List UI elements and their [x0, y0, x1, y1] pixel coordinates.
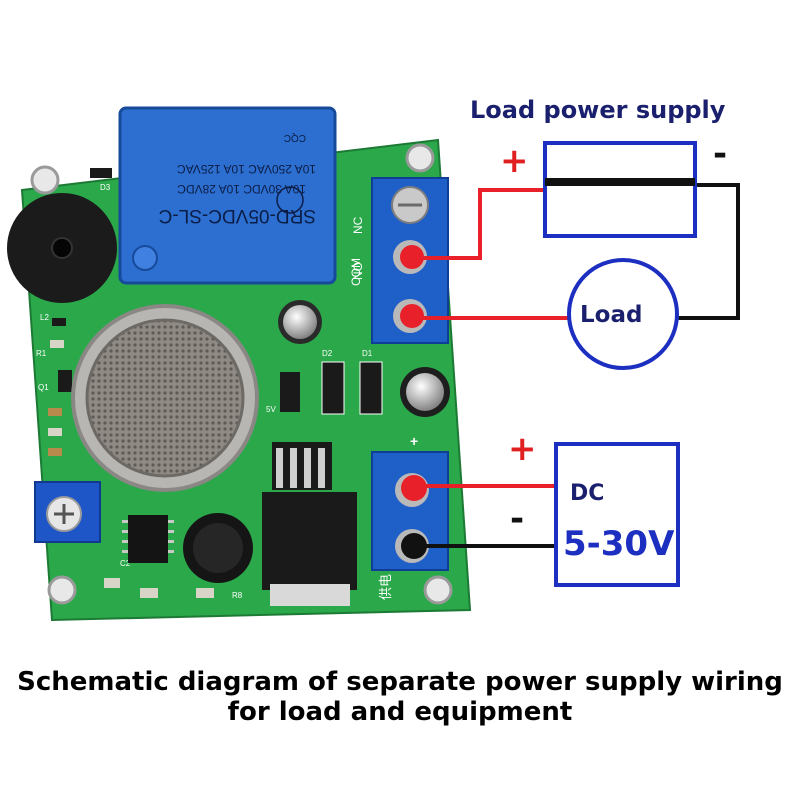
supply-label: 供电 — [379, 574, 394, 600]
chip-label-c2: C2 — [120, 559, 131, 568]
relay: SRD-05VDC-SL-C 10A 30VDC 10A 28VDC 10A 2… — [118, 106, 337, 285]
load-symbol — [567, 258, 679, 370]
gas-sensor — [71, 304, 259, 492]
relay-rating-1: 10A 30VDC 10A 28VDC — [177, 182, 306, 196]
chip-label-d1: D1 — [362, 349, 373, 358]
dc-supply-plus: + — [508, 429, 537, 469]
relay-brand: CQC — [284, 132, 306, 143]
voltage-label: 5-30V — [563, 524, 675, 564]
load-supply-plus: + — [500, 141, 529, 181]
chip-label-q1: Q1 — [38, 383, 49, 392]
relay-rating-2: 10A 250VAC 10A 125VAC — [177, 162, 316, 176]
buzzer — [7, 193, 117, 303]
dc-wiring — [412, 484, 556, 548]
potentiometer — [34, 481, 101, 543]
terminal-label-no: NO — [351, 262, 365, 280]
dc-supply-minus: - — [510, 499, 524, 539]
caption-line-2: for load and equipment — [227, 697, 573, 727]
inductor — [183, 513, 253, 583]
terminal-label-nc: NC — [351, 216, 365, 234]
capacitor-2: + — [400, 367, 450, 449]
smd-components: D3 L2 R1 Q1 D2 D1 5V C2 R8 — [36, 168, 383, 600]
chip-label-d3: D3 — [100, 183, 111, 192]
relay-model-text: SRD-05VDC-SL-C — [159, 205, 316, 226]
chip-label-r1: R1 — [36, 349, 47, 358]
caption-line-1: Schematic diagram of separate power supp… — [17, 667, 783, 697]
dc-label: DC — [570, 481, 604, 506]
terminal-screw-highlights — [400, 245, 427, 559]
load-power-supply-title: Load power supply — [470, 96, 726, 124]
load-label: Load — [580, 302, 642, 328]
chip-label-d2: D2 — [322, 349, 333, 358]
load-power-supply-box — [543, 141, 697, 238]
capacitor-1 — [278, 300, 322, 344]
chip-label-r8: R8 — [232, 591, 243, 600]
load-supply-minus: - — [713, 134, 727, 174]
power-plus-mark: + — [410, 433, 418, 449]
dc-supply-box — [554, 442, 680, 587]
small-5v-label: 5V — [266, 405, 276, 414]
voltage-regulator — [262, 442, 357, 606]
terminal-label-com: COM — [349, 258, 363, 286]
chip-label-l2: L2 — [40, 313, 49, 322]
